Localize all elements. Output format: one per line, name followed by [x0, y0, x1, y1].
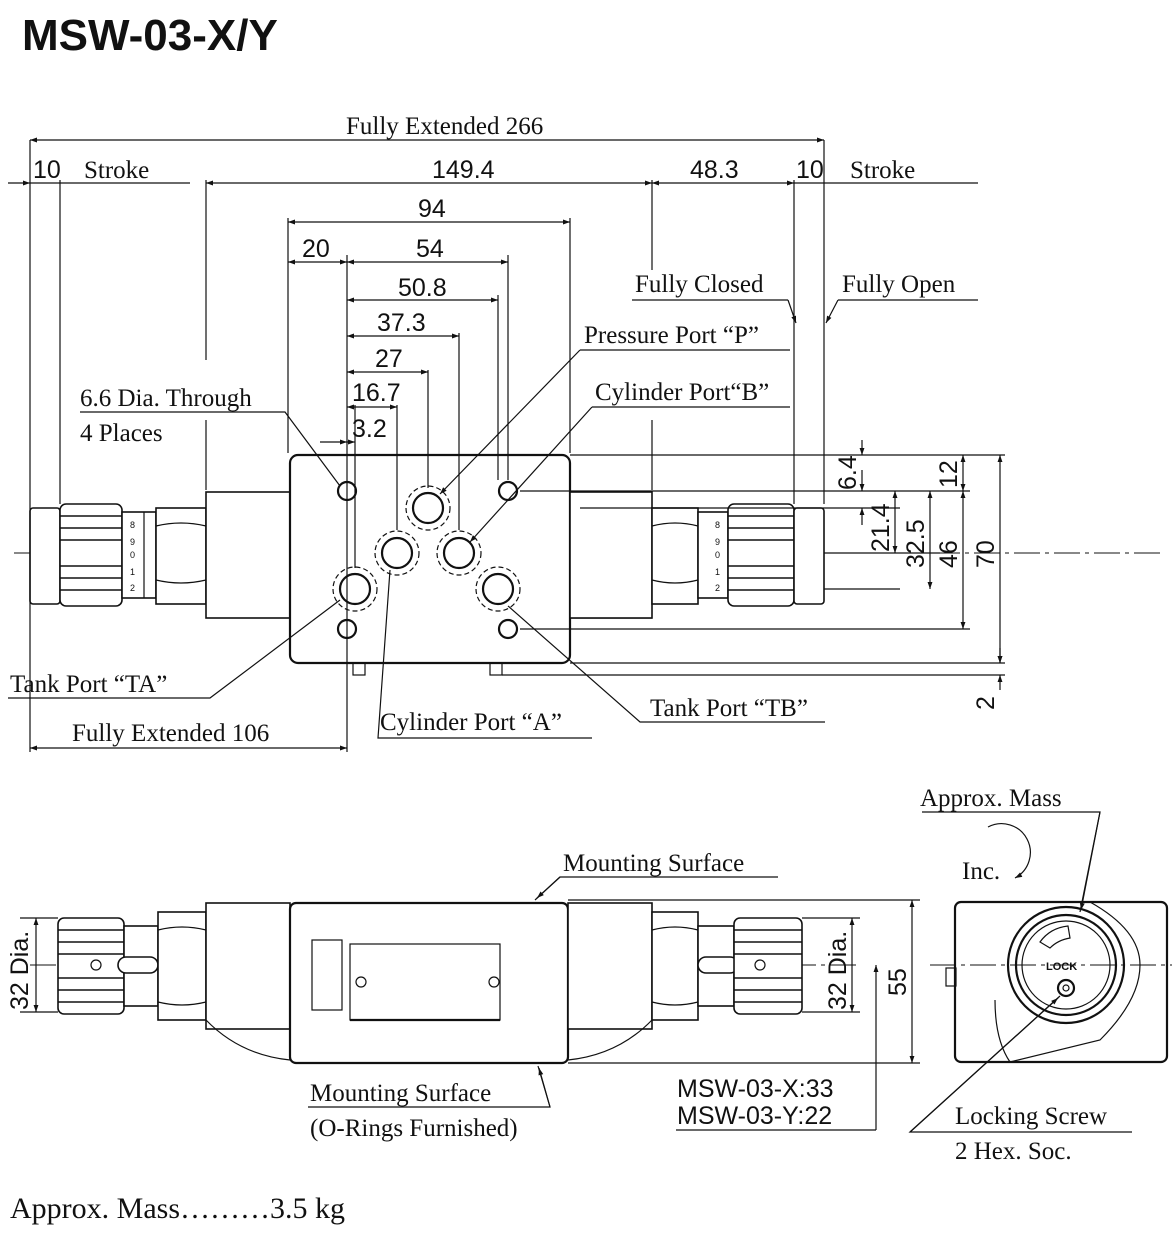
lock-label: LOCK	[1046, 961, 1077, 973]
label-cylinder-port-a: Cylinder Port “A”	[380, 709, 562, 736]
label-stroke-left-num: 10	[33, 156, 61, 184]
svg-text:0: 0	[130, 550, 135, 560]
label-70: 70	[972, 540, 1000, 568]
svg-text:1: 1	[130, 567, 135, 577]
label-dia-through: 6.6 Dia. Through	[80, 385, 252, 412]
label-stroke-right-num: 10	[796, 156, 824, 184]
front-view: Mounting Surface 32 Dia. 32 Dia. 55 Moun…	[6, 850, 920, 1142]
svg-text:2: 2	[715, 583, 720, 593]
label-mounting-surface: Mounting Surface	[563, 850, 744, 877]
label-3-2: 3.2	[352, 415, 387, 443]
label-mounting-surface-bottom: Mounting Surface	[310, 1080, 491, 1107]
label-fully-extended-106: Fully Extended 106	[72, 720, 269, 747]
label-locking-screw: Locking Screw	[955, 1103, 1107, 1130]
label-50-8: 50.8	[398, 274, 447, 302]
label-o-rings: (O-Rings Furnished)	[310, 1115, 518, 1142]
drawing-title: MSW-03-X/Y	[22, 11, 278, 60]
label-msw-x-height: MSW-03-X:33	[677, 1075, 834, 1103]
label-55: 55	[884, 968, 912, 996]
label-stroke-left: Stroke	[84, 157, 149, 184]
label-four-places: 4 Places	[80, 420, 163, 447]
label-37-3: 37.3	[377, 309, 426, 337]
label-20: 20	[302, 235, 330, 263]
label-tank-port-ta: Tank Port “TA”	[10, 671, 167, 698]
label-12: 12	[935, 460, 963, 488]
label-94: 94	[418, 195, 446, 223]
label-fully-open: Fully Open	[842, 271, 956, 298]
footer-approx-mass: Approx. Mass………3.5 kg	[10, 1192, 345, 1225]
label-approx-mass-inc: Approx. Mass	[920, 785, 1062, 812]
label-32-dia-left: 32 Dia.	[6, 931, 34, 1010]
label-27: 27	[375, 345, 403, 373]
label-6-4: 6.4	[834, 455, 862, 490]
label-fully-extended-266: Fully Extended 266	[346, 113, 543, 140]
side-view: LOCK Approx. Mass Inc. Locking Screw 2 H…	[908, 785, 1172, 1165]
svg-text:9: 9	[715, 537, 720, 547]
svg-text:1: 1	[715, 567, 720, 577]
label-msw-y-height: MSW-03-Y:22	[677, 1102, 832, 1130]
label-46: 46	[935, 540, 963, 568]
label-2: 2	[972, 696, 1000, 710]
label-hex-soc: 2 Hex. Soc.	[955, 1138, 1072, 1165]
label-inc: Inc.	[962, 858, 1000, 885]
svg-text:9: 9	[130, 537, 135, 547]
label-32-5: 32.5	[902, 519, 930, 568]
label-21-4: 21.4	[867, 503, 895, 552]
label-48-3: 48.3	[690, 156, 739, 184]
label-pressure-port: Pressure Port “P”	[584, 322, 759, 349]
label-stroke-right: Stroke	[850, 157, 915, 184]
label-54: 54	[416, 235, 444, 263]
label-cylinder-port-b: Cylinder Port“B”	[595, 379, 769, 406]
top-view: 8 9 0 1 2 8 9 0 1 2	[8, 113, 1165, 752]
label-149-4: 149.4	[432, 156, 495, 184]
label-32-dia-right: 32 Dia.	[824, 931, 852, 1010]
label-tank-port-tb: Tank Port “TB”	[650, 695, 808, 722]
svg-text:8: 8	[130, 520, 135, 530]
svg-text:8: 8	[715, 520, 720, 530]
label-16-7: 16.7	[352, 379, 401, 407]
label-fully-closed: Fully Closed	[635, 271, 764, 298]
svg-text:2: 2	[130, 583, 135, 593]
svg-text:0: 0	[715, 550, 720, 560]
